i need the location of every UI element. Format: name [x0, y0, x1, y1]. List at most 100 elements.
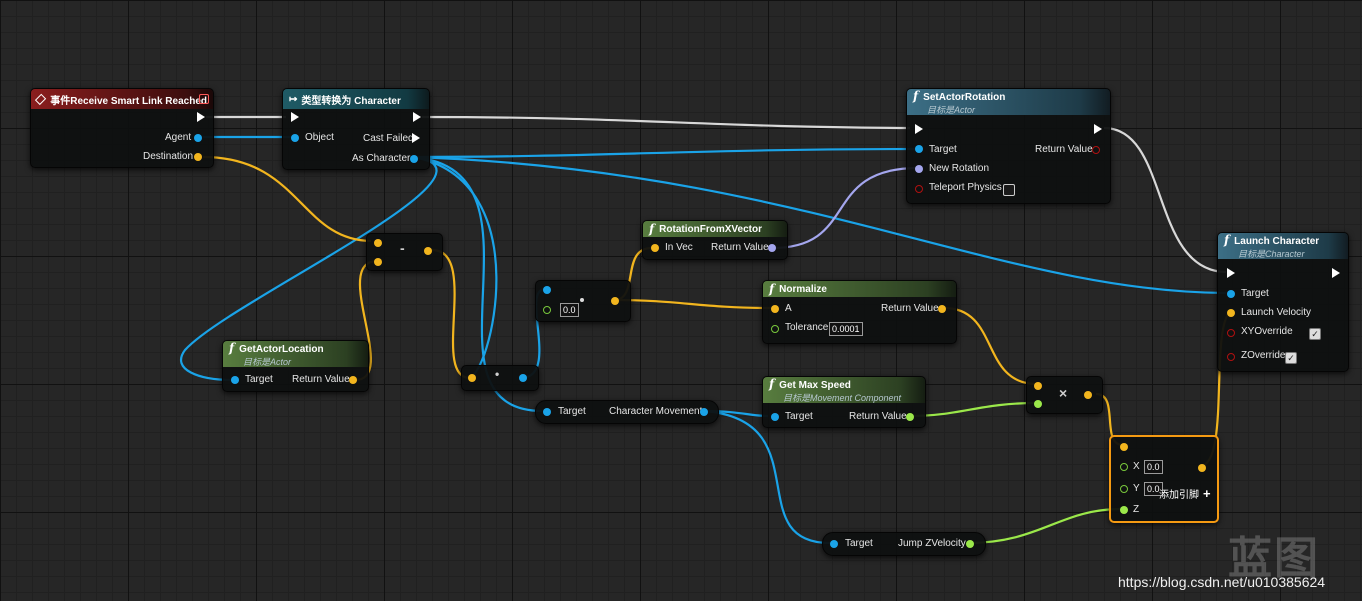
return-value-pin[interactable]: [906, 413, 914, 421]
target-pin[interactable]: [830, 540, 838, 548]
return-value-pin[interactable]: [1084, 391, 1092, 399]
pin-label-jump-z-velocity: Jump ZVelocity: [898, 538, 966, 549]
launch-velocity-pin[interactable]: [1227, 309, 1235, 317]
return-value-pin[interactable]: [938, 305, 946, 313]
cast-to-character-node[interactable]: ↦ 类型转换为 Character Object Cast Failed As …: [282, 88, 430, 170]
as-character-pin[interactable]: [410, 155, 418, 163]
in-vec-pin[interactable]: [651, 244, 659, 252]
return-value-pin[interactable]: [768, 244, 776, 252]
rotation-from-x-vector-node[interactable]: f RotationFromXVector In Vec Return Valu…: [642, 220, 788, 260]
z-override-pin[interactable]: [1227, 353, 1235, 361]
pin-label-y: Y: [1133, 483, 1140, 494]
teleport-physics-checkbox[interactable]: [1003, 184, 1015, 196]
exec-out-pin[interactable]: [413, 112, 421, 122]
b-pin[interactable]: [374, 258, 382, 266]
vector-float-multiply-node[interactable]: ×: [1026, 376, 1103, 414]
get-actor-location-title: GetActorLocation: [239, 343, 324, 355]
exec-out-pin[interactable]: [1094, 124, 1102, 134]
object-pin[interactable]: [291, 134, 299, 142]
normalize-title: Normalize: [779, 283, 827, 295]
pin-label-launch-velocity: Launch Velocity: [1241, 307, 1312, 318]
return-value-pin[interactable]: [611, 297, 619, 305]
tolerance-pin[interactable]: [771, 325, 779, 333]
a-pin[interactable]: [1034, 382, 1042, 390]
target-pin[interactable]: [231, 376, 239, 384]
return-value-pin[interactable]: [349, 376, 357, 384]
target-pin[interactable]: [771, 413, 779, 421]
teleport-physics-pin[interactable]: [915, 185, 923, 193]
return-value-pin[interactable]: [424, 247, 432, 255]
target-pin[interactable]: [1227, 290, 1235, 298]
x-value-input[interactable]: 0.0: [1144, 460, 1163, 474]
exec-out-pin[interactable]: [1332, 268, 1340, 278]
exec-vector-in-pin[interactable]: [1120, 443, 1128, 451]
new-rotation-pin[interactable]: [915, 165, 923, 173]
a-pin[interactable]: [468, 374, 476, 382]
destination-pin[interactable]: [194, 153, 202, 161]
character-movement-pin[interactable]: [700, 408, 708, 416]
exec-out-pin[interactable]: [197, 112, 205, 122]
character-movement-getter-node[interactable]: Target Character Movement: [535, 400, 719, 424]
delegate-pin-icon[interactable]: [199, 94, 209, 104]
target-pin[interactable]: [543, 408, 551, 416]
jump-z-velocity-getter-node[interactable]: Target Jump ZVelocity: [822, 532, 986, 556]
vector-multiply-float-node[interactable]: 0.0: [535, 280, 631, 322]
function-icon: f: [1224, 232, 1230, 247]
tolerance-input[interactable]: 0.0001: [829, 322, 863, 336]
launch-title: Launch Character: [1234, 235, 1320, 247]
exec-in-pin[interactable]: [915, 124, 923, 134]
agent-pin[interactable]: [194, 134, 202, 142]
cast-failed-exec-pin[interactable]: [412, 133, 420, 143]
exec-in-pin[interactable]: [1227, 268, 1235, 278]
get-actor-location-subtitle: 目标是Actor: [243, 356, 292, 367]
event-node-receive-smart-link-reached[interactable]: 事件Receive Smart Link Reached Agent Desti…: [30, 88, 214, 168]
return-value-pin[interactable]: [519, 374, 527, 382]
float-in-pin[interactable]: [543, 306, 551, 314]
pin-label-target: Target: [845, 538, 873, 549]
return-value-pin[interactable]: [1198, 464, 1206, 472]
y-value-input[interactable]: 0.0: [1144, 482, 1163, 496]
plus-icon: +: [1203, 486, 1211, 501]
xy-override-checkbox[interactable]: ✓: [1309, 328, 1321, 340]
vector-in-pin[interactable]: [543, 286, 551, 294]
jump-z-velocity-pin[interactable]: [966, 540, 974, 548]
pin-label-destination: Destination: [143, 151, 194, 162]
target-pin[interactable]: [915, 145, 923, 153]
pin-label-z-override: ZOverride: [1241, 350, 1286, 361]
float-value-input[interactable]: 0.0: [560, 303, 579, 317]
pin-label-target: Target: [245, 374, 273, 385]
add-pin-button[interactable]: 添加引脚+: [1159, 486, 1211, 501]
b-pin[interactable]: [1034, 400, 1042, 408]
exec-in-pin[interactable]: [291, 112, 299, 122]
get-max-speed-subtitle: 目标是Movement Component: [783, 392, 902, 403]
z-pin[interactable]: [1120, 506, 1128, 514]
vector-subtract-node[interactable]: -: [366, 233, 443, 271]
a-pin[interactable]: [374, 239, 382, 247]
xy-override-pin[interactable]: [1227, 329, 1235, 337]
pin-label-as-character: As Character: [352, 153, 411, 164]
diamond-event-icon: [34, 93, 47, 105]
pin-label-new-rotation: New Rotation: [929, 163, 990, 174]
y-pin[interactable]: [1120, 485, 1128, 493]
pin-label-teleport-physics: Teleport Physics: [929, 182, 1002, 193]
float-wire: [909, 401, 1038, 418]
z-override-checkbox[interactable]: ✓: [1285, 352, 1297, 364]
return-value-pin[interactable]: [1092, 146, 1100, 154]
a-pin[interactable]: [771, 305, 779, 313]
normalize-node[interactable]: f Normalize A Return Value Tolerance 0.0…: [762, 280, 957, 344]
dot-operator-node[interactable]: •: [461, 365, 539, 391]
pin-label-target: Target: [785, 411, 813, 422]
x-pin[interactable]: [1120, 463, 1128, 471]
pin-label-return-value: Return Value: [292, 374, 350, 385]
pin-label-target: Target: [1241, 288, 1269, 299]
make-vector-node[interactable]: X 0.0 Y 0.0 添加引脚+ Z: [1109, 435, 1219, 523]
cast-node-title: 类型转换为 Character: [301, 95, 401, 107]
